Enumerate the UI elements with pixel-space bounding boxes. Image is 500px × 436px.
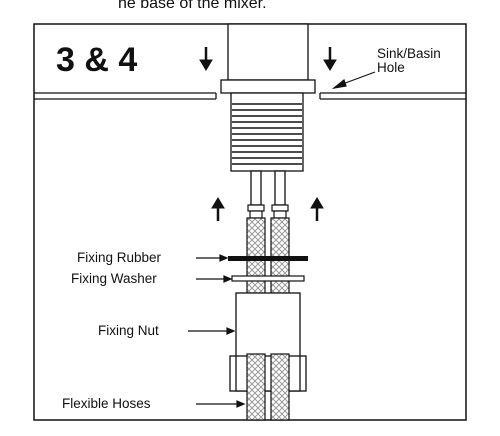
flexible-hoses-label: Flexible Hoses xyxy=(62,396,151,411)
supply-pipes xyxy=(250,170,286,206)
sink-hole-label: Sink/Basin Hole xyxy=(377,46,441,75)
mixer-body xyxy=(220,23,316,94)
down-arrow-icon xyxy=(199,47,213,71)
up-arrow-icon xyxy=(211,197,225,221)
fixing-nut xyxy=(229,292,307,392)
flexible-hose xyxy=(246,353,290,421)
caption-text: he base of the mixer. xyxy=(118,0,267,12)
fixing-rubber xyxy=(228,256,308,261)
pointer-arrow-icon xyxy=(196,254,229,262)
fixing-washer xyxy=(231,275,305,282)
pointer-arrow-icon xyxy=(196,400,246,408)
fixing-washer-label: Fixing Washer xyxy=(71,271,157,286)
fixing-nut-label: Fixing Nut xyxy=(98,323,159,338)
threaded-shank xyxy=(230,92,304,172)
fixing-rubber-label: Fixing Rubber xyxy=(77,250,162,265)
hose-fittings xyxy=(247,204,289,219)
up-arrow-icon xyxy=(310,197,324,221)
pointer-arrow-icon xyxy=(331,71,376,89)
down-arrow-icon xyxy=(323,47,337,71)
step-label: 3 & 4 xyxy=(56,41,138,79)
sink-surface xyxy=(34,92,466,100)
pointer-arrow-icon xyxy=(196,275,233,283)
pointer-arrow-icon xyxy=(188,327,236,335)
